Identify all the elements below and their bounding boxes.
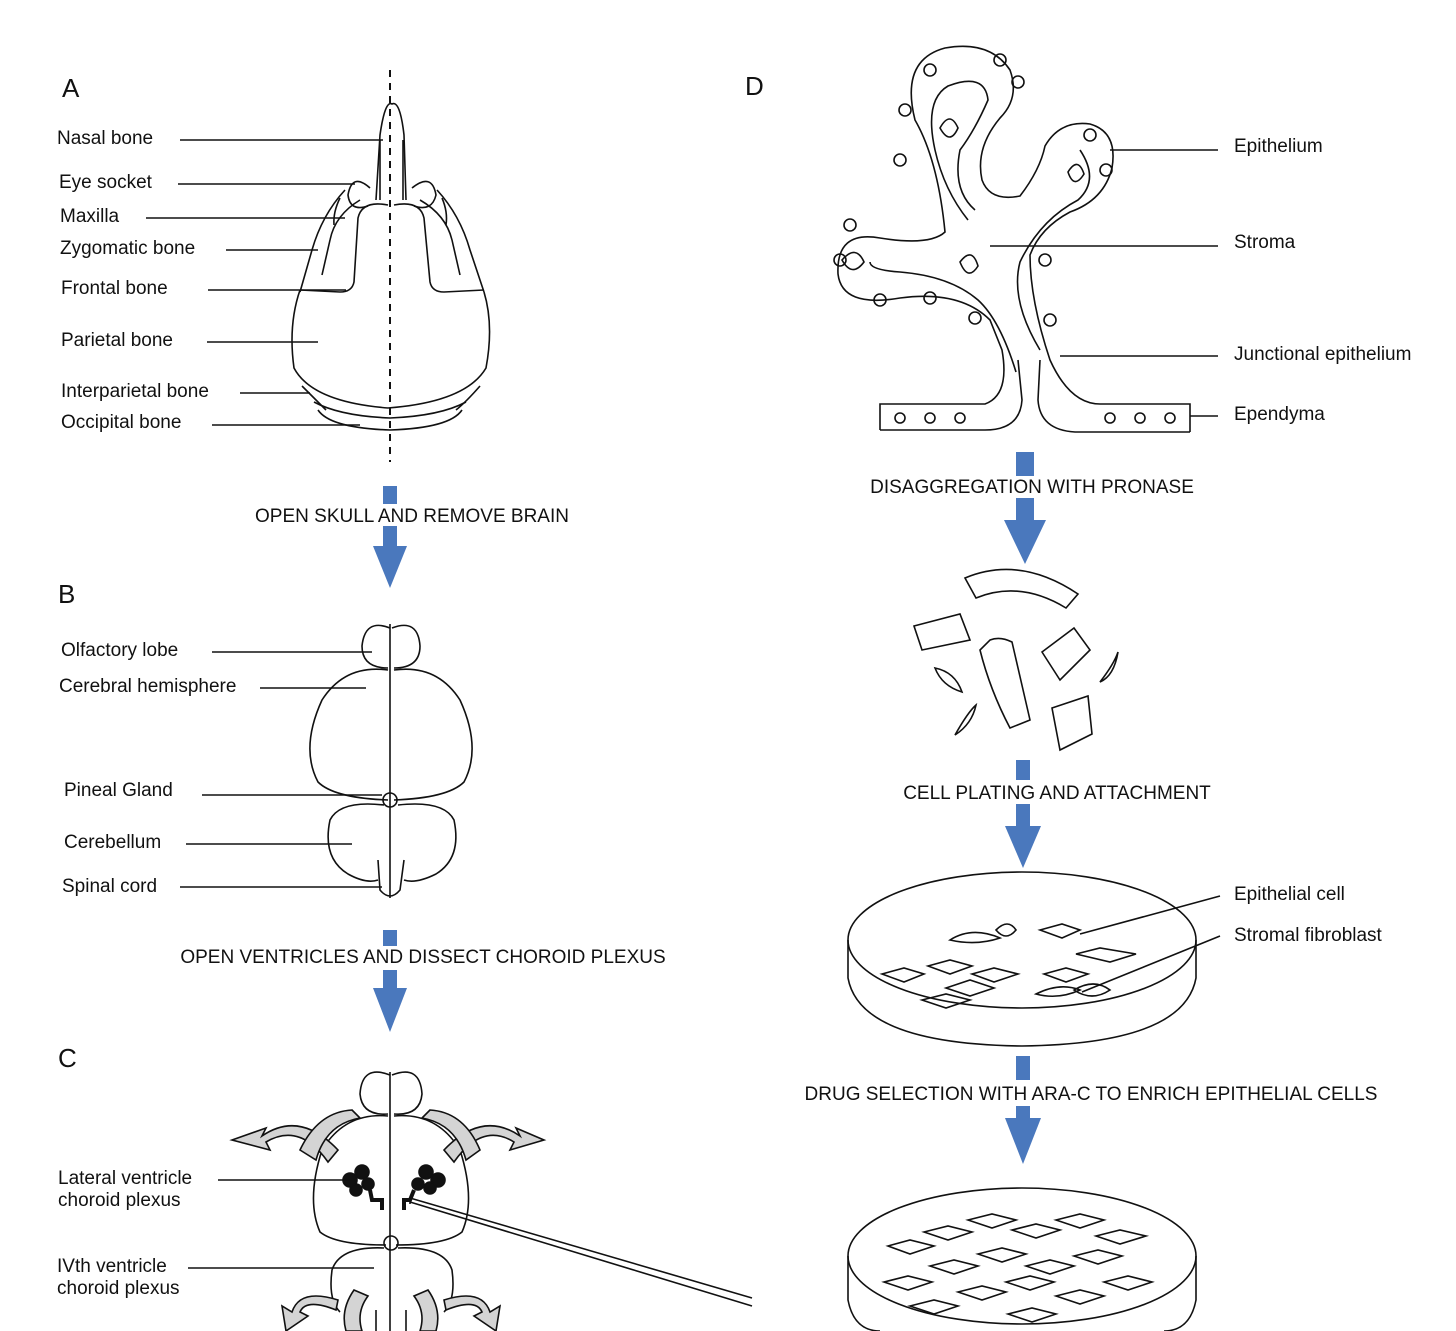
brain-leader-lines: [180, 651, 382, 888]
label-maxilla: Maxilla: [60, 206, 120, 227]
dish-leader-lines: [1079, 895, 1221, 993]
cell-fragments: [912, 568, 1119, 752]
step-disaggregation: DISAGGREGATION WITH PRONASE: [870, 477, 1194, 498]
label-ependyma: Ependyma: [1234, 404, 1325, 425]
label-interparietal-bone: Interparietal bone: [61, 381, 209, 402]
plexus-leader-lines: [188, 1179, 374, 1269]
label-eye-socket: Eye socket: [59, 172, 152, 193]
arrow-brain-to-dissection: [373, 930, 407, 1032]
label-lateral-choroid-plexus: choroid plexus: [58, 1190, 181, 1211]
arrow-tissue-to-fragments: [1004, 452, 1046, 564]
skull-drawing: [291, 70, 491, 462]
arrow-dish-to-enriched: [1005, 1056, 1041, 1164]
step-open-skull: OPEN SKULL AND REMOVE BRAIN: [255, 506, 569, 527]
dissected-brain-drawing: [312, 1071, 470, 1331]
label-epithelium: Epithelium: [1234, 136, 1323, 157]
step-drug-selection: DRUG SELECTION WITH ARA-C TO ENRICH EPIT…: [804, 1084, 1378, 1105]
label-occipital-bone: Occipital bone: [61, 412, 182, 433]
panel-label-a: A: [62, 73, 80, 103]
process-arrows: [373, 452, 1046, 1164]
label-frontal-bone: Frontal bone: [61, 278, 168, 299]
tissue-drawing: [833, 45, 1191, 433]
label-fourth-ventricle: IVth ventricle: [57, 1256, 167, 1277]
dish-enriched: [847, 1187, 1197, 1331]
label-cerebellum: Cerebellum: [64, 832, 162, 853]
label-zygomatic-bone: Zygomatic bone: [60, 238, 196, 259]
forceps-lines: [409, 1197, 753, 1307]
label-pineal-gland: Pineal Gland: [64, 780, 173, 801]
label-stroma: Stroma: [1234, 232, 1296, 253]
panel-label-d: D: [745, 71, 764, 101]
dish-mixed: [847, 871, 1197, 1047]
panel-label-c: C: [58, 1043, 77, 1073]
label-fourth-choroid-plexus: choroid plexus: [57, 1278, 180, 1299]
step-cell-plating: CELL PLATING AND ATTACHMENT: [903, 783, 1211, 804]
label-stromal-fibroblast: Stromal fibroblast: [1234, 925, 1382, 946]
fold-arrows: [229, 1109, 547, 1331]
label-lateral-ventricle: Lateral ventricle: [58, 1168, 193, 1189]
label-nasal-bone: Nasal bone: [57, 128, 154, 149]
arrow-skull-to-brain: [373, 486, 407, 588]
label-olfactory-lobe: Olfactory lobe: [61, 640, 179, 661]
arrow-fragments-to-dish: [1005, 760, 1041, 868]
label-junctional-epithelium: Junctional epithelium: [1234, 344, 1412, 365]
skull-leader-lines: [146, 139, 383, 426]
choroid-plexus-tufts: [342, 1164, 446, 1210]
step-dissect-choroid-plexus: OPEN VENTRICLES AND DISSECT CHOROID PLEX…: [180, 947, 666, 968]
label-spinal-cord: Spinal cord: [62, 876, 158, 897]
brain-drawing: [309, 624, 473, 898]
label-cerebral-hemisphere: Cerebral hemisphere: [59, 676, 237, 697]
label-epithelial-cell: Epithelial cell: [1234, 884, 1345, 905]
panel-label-b: B: [58, 579, 76, 609]
label-parietal-bone: Parietal bone: [61, 330, 173, 351]
tissue-leader-lines: [990, 149, 1218, 417]
